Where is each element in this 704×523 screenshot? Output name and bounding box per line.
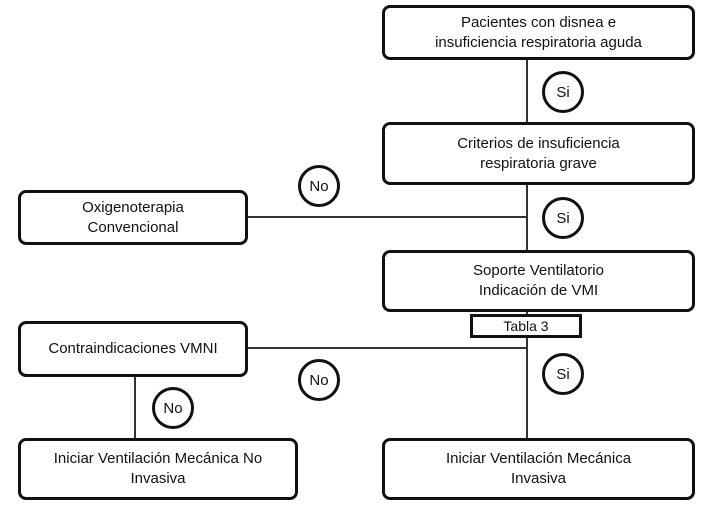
node-criterios-label: Criterios de insuficiencia respiratoria … [457,134,620,172]
edge-no-label: No [163,399,183,417]
edge-yes-label: Si [556,83,570,101]
connector-line [134,377,136,439]
node-vmi-label: Iniciar Ventilación Mecánica Invasiva [445,450,632,487]
connector-line [526,57,528,123]
connector-line [248,347,527,349]
connector-line [248,216,527,218]
node-vmni: Iniciar Ventilación Mecánica No Invasiva [18,438,298,500]
node-vmni-label: Iniciar Ventilación Mecánica No Invasiva [53,450,263,487]
edge-yes-circle: Si [542,353,584,395]
edge-no-circle: No [152,387,194,429]
edge-no-label: No [309,177,329,195]
edge-no-label: No [309,371,329,389]
edge-no-circle: No [298,165,340,207]
node-oxigenoterapia: Oxigenoterapia Convencional [18,190,248,245]
node-pacientes: Pacientes con disnea e insuficiencia res… [382,5,695,60]
node-soporte: Soporte Ventilatorio Indicación de VMI [382,250,695,312]
edge-yes-circle: Si [542,71,584,113]
edge-yes-label: Si [556,209,570,227]
node-contraindicaciones: Contraindicaciones VMNI [18,321,248,377]
node-soporte-label: Soporte Ventilatorio Indicación de VMI [473,262,604,299]
node-vmi: Iniciar Ventilación Mecánica Invasiva [382,438,695,500]
edge-yes-circle: Si [542,197,584,239]
table-ref-label: Tabla 3 [503,318,549,334]
edge-yes-label: Si [556,365,570,383]
connector-line [526,312,528,439]
edge-no-circle: No [298,359,340,401]
connector-line [526,185,528,251]
table-ref-tag: Tabla 3 [470,314,582,338]
node-contraindicaciones-label: Contraindicaciones VMNI [48,340,218,357]
node-pacientes-label: Pacientes con disnea e insuficiencia res… [435,13,642,51]
node-oxigenoterapia-label: Oxigenoterapia Convencional [82,198,184,236]
node-criterios: Criterios de insuficiencia respiratoria … [382,122,695,185]
